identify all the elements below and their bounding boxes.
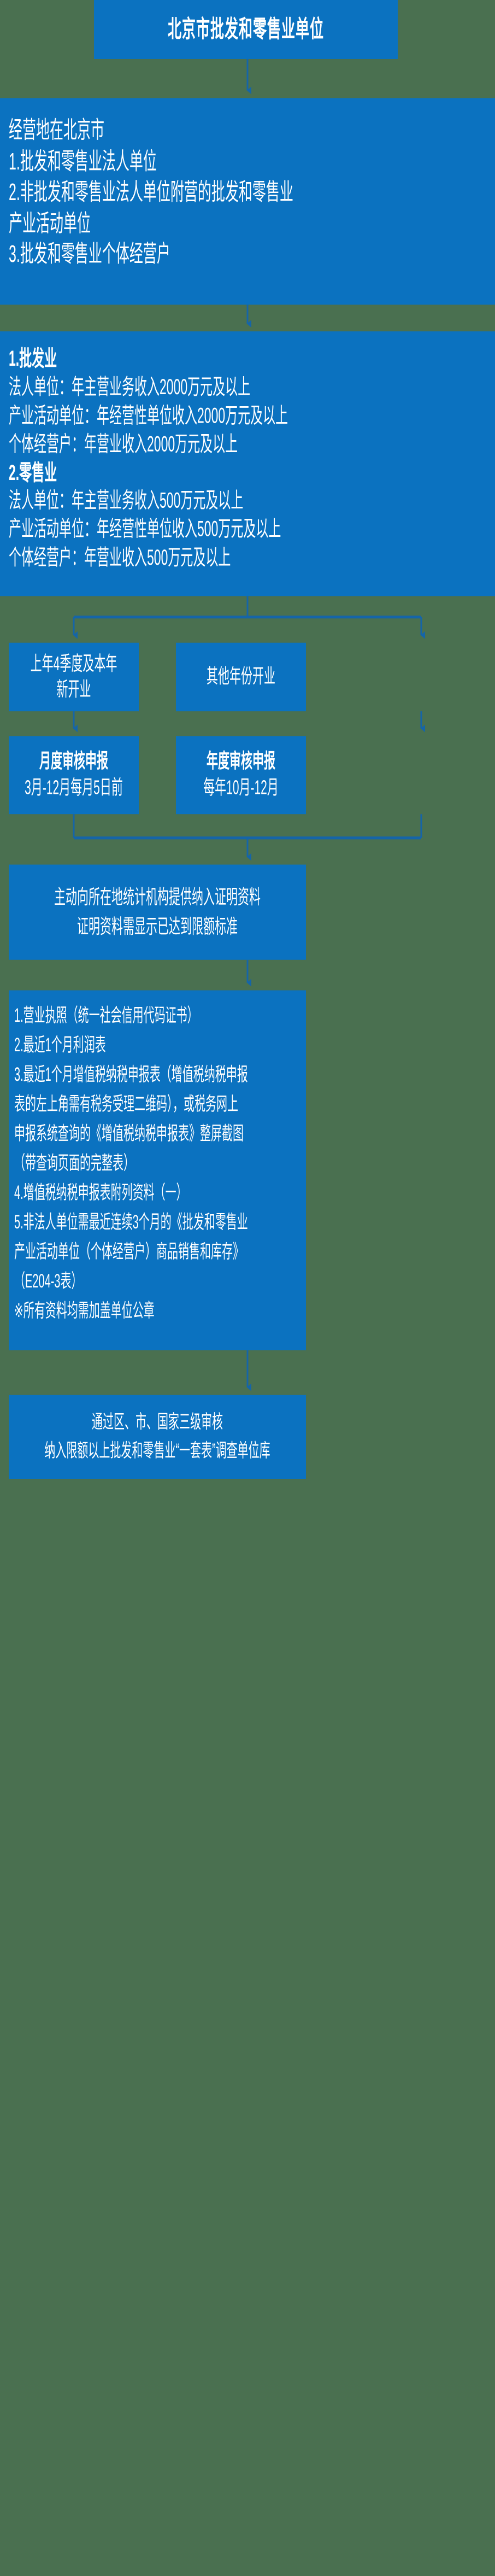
final-approval-box: 通过区、市、国家三级审核 纳入限额以上批发和零售业“一套表”调查单位库 — [9, 1395, 306, 1479]
declare-monthly-detail: 3月-12月每月5日前 — [25, 777, 123, 799]
header-title: 北京市批发和零售业单位 — [167, 16, 324, 43]
branch-left-cond-line-2: 新开业 — [56, 678, 91, 701]
doc-line-1: 1.营业执照（统一社会信用代码证书） — [14, 1005, 198, 1027]
wholesale-heading: 1.批发业 — [9, 346, 57, 371]
doc-line-2: 2.最近1个月利润表 — [14, 1035, 106, 1056]
criteria-box: 1.批发业 法人单位：年主营业务收入2000万元及以上 产业活动单位：年经营性单… — [0, 331, 495, 596]
scope-line-4: 产业活动单位 — [9, 210, 91, 237]
scope-box: 经营地在北京市 1.批发和零售业法人单位 2.非批发和零售业法人单位附营的批发和… — [0, 98, 495, 305]
scope-line-5: 3.批发和零售业个体经营户 — [9, 241, 170, 268]
declaration-monthly-box: 月度审核申报 3月-12月每月5日前 — [9, 736, 139, 815]
declare-yearly-title: 年度审核申报 — [207, 750, 275, 772]
declare-monthly-title: 月度审核申报 — [39, 750, 108, 772]
submit-evidence-box: 主动向所在地统计机构提供纳入证明资料 证明资料需显示已达到限额标准 — [9, 864, 306, 960]
doc-line-5: 申报系统查询的《增值税纳税申报表》整屏截图 — [14, 1123, 244, 1145]
retail-legal-entity: 法人单位：年主营业务收入500万元及以上 — [9, 488, 244, 513]
scope-line-1: 经营地在北京市 — [9, 117, 105, 144]
wholesale-legal-entity: 法人单位：年主营业务收入2000万元及以上 — [9, 374, 251, 399]
final-line-1: 通过区、市、国家三级审核 — [91, 1412, 223, 1433]
branch-condition-new-business: 上年4季度及本年 新开业 — [9, 642, 139, 712]
retail-activity-unit: 产业活动单位：年经营性单位收入500万元及以上 — [9, 516, 281, 541]
final-line-2: 纳入限额以上批发和零售业“一套表”调查单位库 — [44, 1441, 270, 1462]
header-box: 北京市批发和零售业单位 — [94, 0, 398, 59]
branch-left-cond-line-1: 上年4季度及本年 — [30, 653, 117, 675]
declaration-yearly-box: 年度审核申报 每年10月-12月 — [176, 736, 306, 815]
required-documents-box: 1.营业执照（统一社会信用代码证书） 2.最近1个月利润表 3.最近1个月增值税… — [9, 990, 306, 1350]
doc-line-3: 3.最近1个月增值税纳税申报表（增值税纳税申报 — [14, 1064, 248, 1086]
doc-line-10: （E204-3表） — [14, 1271, 82, 1292]
doc-line-4: 表的左上角需有税务受理二维码），或税务网上 — [14, 1094, 238, 1115]
doc-line-6: （带查询页面的完整表） — [14, 1153, 134, 1174]
flowchart-canvas: 北京市批发和零售业单位 经营地在北京市 1.批发和零售业法人单位 2.非批发和零… — [0, 0, 495, 1479]
branch-condition-other-years: 其他年份开业 — [176, 642, 306, 712]
scope-line-2: 1.批发和零售业法人单位 — [9, 148, 157, 175]
submit-line-1: 主动向所在地统计机构提供纳入证明资料 — [54, 886, 261, 908]
retail-individual: 个体经营户：年营业收入500万元及以上 — [9, 545, 231, 570]
doc-line-7: 4.增值税纳税申报表附列资料（一） — [14, 1182, 187, 1204]
wholesale-individual: 个体经营户：年营业收入2000万元及以上 — [9, 431, 238, 456]
scope-line-3: 2.非批发和零售业法人单位附营的批发和零售业 — [9, 179, 293, 206]
submit-line-2: 证明资料需显示已达到限额标准 — [77, 916, 238, 938]
doc-note-seal: ※所有资料均需加盖单位公章 — [14, 1301, 155, 1322]
doc-line-8: 5.非法人单位需最近连续3个月的《批发和零售业 — [14, 1212, 248, 1233]
declare-yearly-detail: 每年10月-12月 — [203, 777, 279, 799]
retail-heading: 2.零售业 — [9, 459, 57, 484]
branch-right-cond-line-1: 其他年份开业 — [207, 666, 275, 688]
doc-line-9: 产业活动单位（个体经营户）商品销售和库存》 — [14, 1242, 244, 1263]
wholesale-activity-unit: 产业活动单位：年经营性单位收入2000万元及以上 — [9, 402, 288, 428]
